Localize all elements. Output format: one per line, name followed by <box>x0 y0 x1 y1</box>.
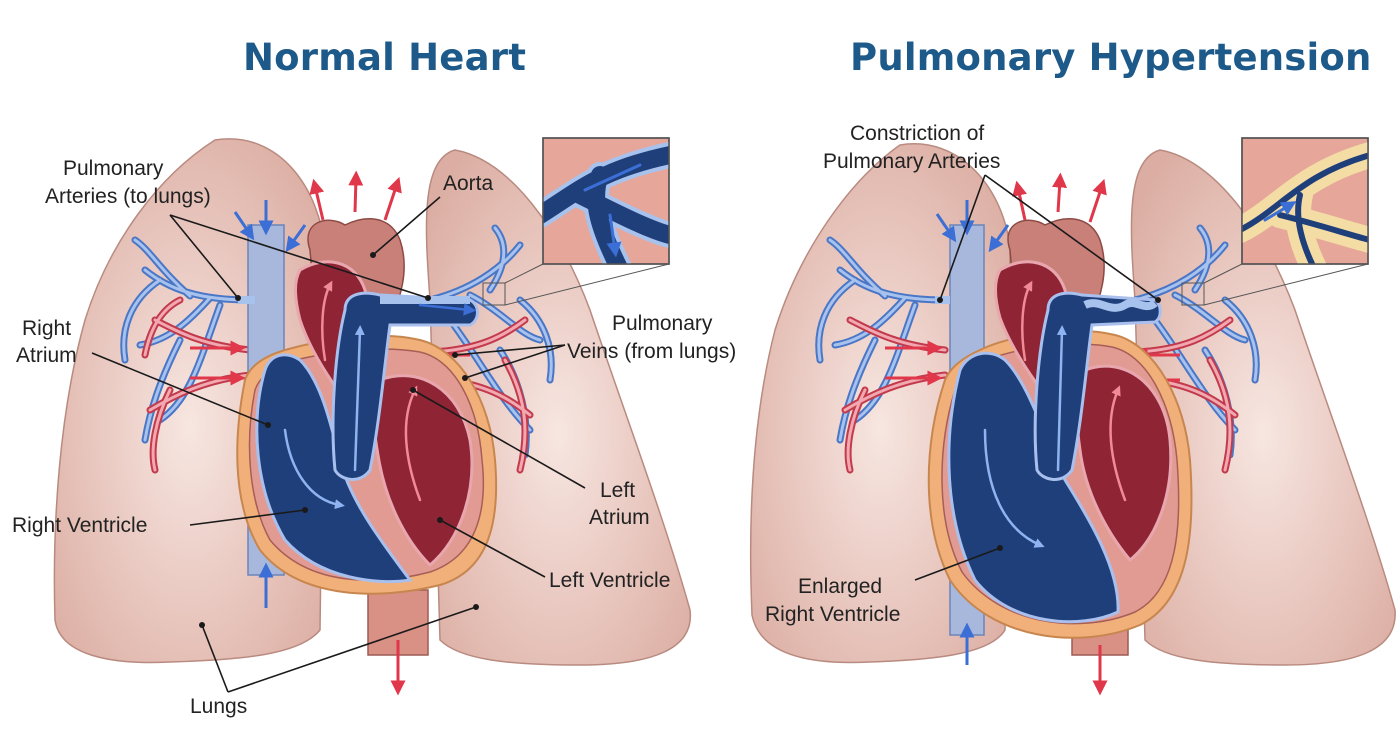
label-pulmonary-arteries-line2: Arteries (to lungs) <box>45 185 211 208</box>
label-lungs: Lungs <box>190 695 247 718</box>
ph-right-ventricle-shape <box>947 351 1120 624</box>
label-left-atrium-line1: Left <box>600 479 635 502</box>
label-aorta: Aorta <box>443 172 494 195</box>
label-left-ventricle: Left Ventricle <box>549 569 670 592</box>
label-enlarged-rv-line2: Right Ventricle <box>765 603 900 626</box>
label-right-atrium-line2: Atrium <box>16 344 77 367</box>
normal-heart-illustration <box>53 137 692 696</box>
label-right-ventricle: Right Ventricle <box>12 514 147 537</box>
pulmonary-hypertension-illustration <box>749 137 1396 696</box>
title-pulmonary-hypertension: Pulmonary Hypertension <box>850 36 1372 79</box>
label-pulmonary-arteries-line1: Pulmonary <box>63 157 164 180</box>
labels-pulmonary-hypertension: Constriction of Pulmonary Arteries Enlar… <box>765 122 1161 626</box>
label-pulmonary-veins-line2: Veins (from lungs) <box>567 340 736 363</box>
ph-pulmonary-trunk <box>1033 291 1162 481</box>
right-lung-shape <box>425 149 692 666</box>
label-right-atrium-line1: Right <box>22 317 71 340</box>
inset-constricted-arteries <box>1181 137 1369 306</box>
left-lung-vessels <box>120 236 254 474</box>
label-constriction-line2: Pulmonary Arteries <box>823 150 1000 173</box>
inset-normal-arteries <box>482 137 670 306</box>
label-pulmonary-veins-line1: Pulmonary <box>612 312 713 335</box>
label-left-atrium-line2: Atrium <box>589 506 650 529</box>
labels-normal-heart: Pulmonary Arteries (to lungs) Aorta Righ… <box>12 157 736 718</box>
ph-right-lung-shape <box>1130 149 1396 666</box>
label-enlarged-rv-line1: Enlarged <box>798 575 882 598</box>
title-normal-heart: Normal Heart <box>243 36 527 79</box>
label-constriction-line1: Constriction of <box>850 122 984 145</box>
